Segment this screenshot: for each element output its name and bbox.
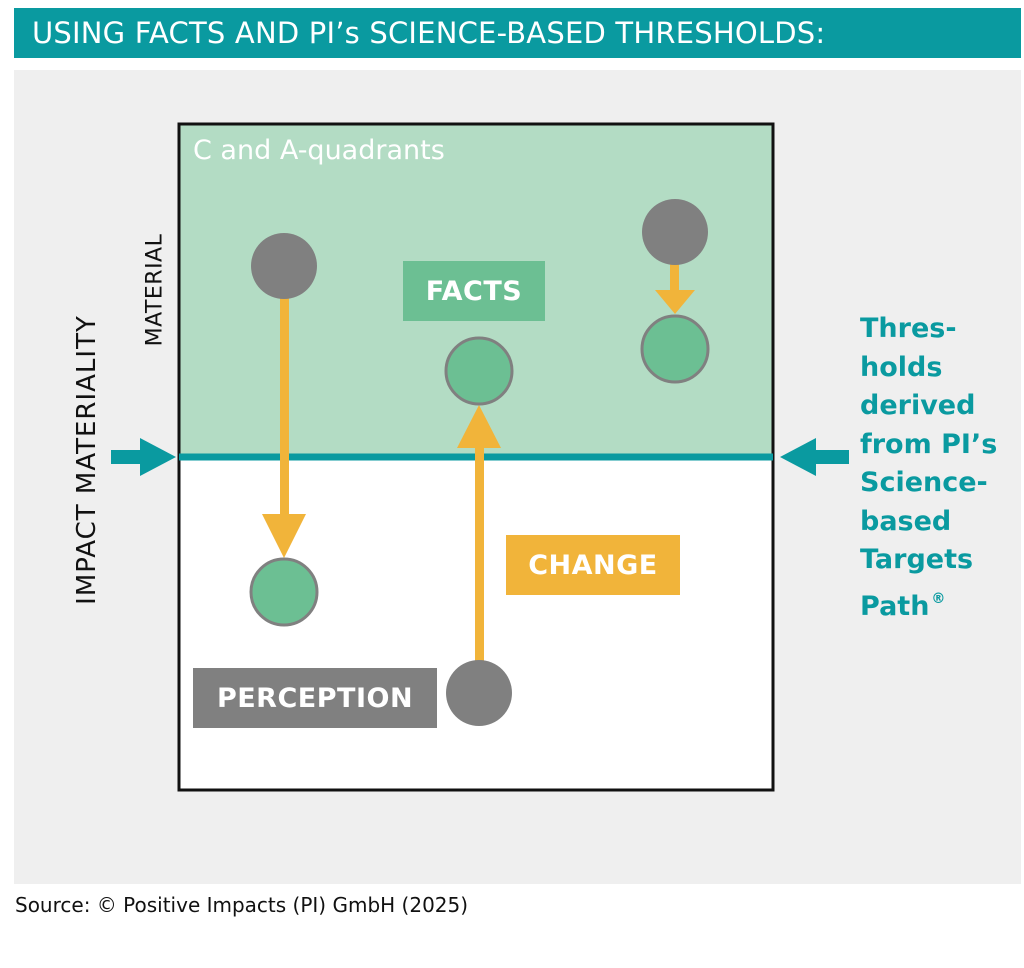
thresholds-line: from PI’s — [860, 428, 998, 460]
fact-dot-left — [249, 557, 319, 627]
perception-dot-middle — [446, 660, 512, 726]
thresholds-line: based — [860, 505, 952, 537]
quadrant-label: C and A-quadrants — [193, 135, 445, 166]
facts-tag: FACTS — [403, 261, 545, 321]
change-tag: CHANGE — [506, 535, 680, 595]
thresholds-note: Thres- holds derived from PI’s Science- … — [860, 310, 1020, 626]
registered-mark: ® — [931, 590, 946, 607]
right-threshold-arrow — [780, 438, 849, 476]
thresholds-line: Path — [860, 590, 930, 622]
thresholds-line: derived — [860, 390, 976, 421]
material-axis-label: MATERIAL — [142, 233, 168, 347]
thresholds-line: Science- — [860, 467, 988, 498]
impact-materiality-axis-label: IMPACT MATERIALITY — [72, 315, 102, 605]
thresholds-line-last: Path® — [860, 580, 1020, 627]
perception-dot-left — [251, 233, 317, 299]
thresholds-line: Thres- — [860, 313, 957, 344]
change-arrow-left-down — [262, 290, 306, 558]
perception-dot-right — [642, 199, 708, 265]
fact-dot-right — [640, 314, 710, 384]
change-arrow-middle-up — [457, 405, 501, 664]
page-title: USING FACTS AND PI’s SCIENCE-BASED THRES… — [32, 16, 826, 50]
fact-dot-middle — [444, 336, 514, 406]
perception-tag: PERCEPTION — [193, 668, 437, 728]
thresholds-line: Targets — [860, 544, 974, 575]
header-banner: USING FACTS AND PI’s SCIENCE-BASED THRES… — [14, 8, 1021, 58]
thresholds-line: holds — [860, 351, 943, 383]
change-arrow-right-down — [655, 262, 695, 314]
left-threshold-arrow — [111, 438, 176, 476]
source-caption: Source: © Positive Impacts (PI) GmbH (20… — [15, 893, 469, 917]
